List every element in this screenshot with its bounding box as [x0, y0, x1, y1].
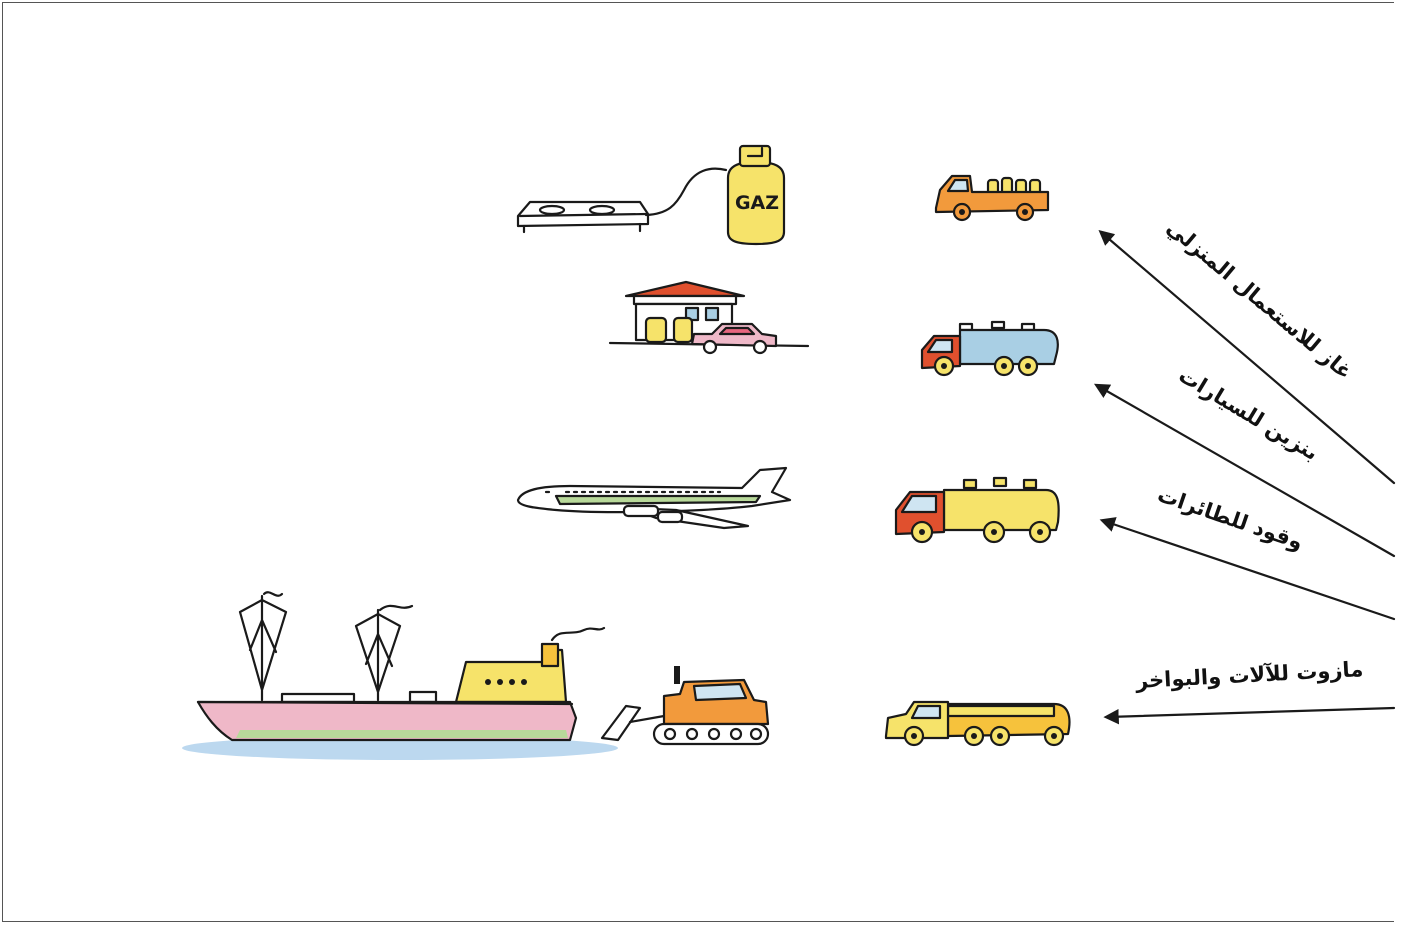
tanker-truck-jet-icon: [896, 478, 1059, 542]
arrow-fuel-oil: [1108, 708, 1394, 717]
arrows: [1098, 233, 1394, 717]
label-gas: غاز للاستعمال المنزلي: [1162, 215, 1357, 384]
gas-hose: [646, 169, 726, 215]
gas-stove-icon: [518, 202, 648, 232]
airplane-icon: [518, 468, 790, 528]
bulldozer-icon: [602, 666, 768, 744]
gas-bottle-icon: GAZ: [728, 146, 784, 244]
tanker-truck-petrol-icon: [922, 322, 1058, 375]
tanker-truck-fuel-oil-icon: [886, 702, 1069, 745]
label-fuel-oil: مازوت للآلات والبواخر: [1134, 657, 1364, 693]
arrow-gas: [1102, 233, 1394, 483]
pickup-truck-icon: [936, 176, 1048, 220]
ship-icon: [182, 592, 618, 760]
gas-bottle-label: GAZ: [735, 192, 779, 214]
label-petrol: بنزين للسيارات: [1175, 363, 1323, 465]
